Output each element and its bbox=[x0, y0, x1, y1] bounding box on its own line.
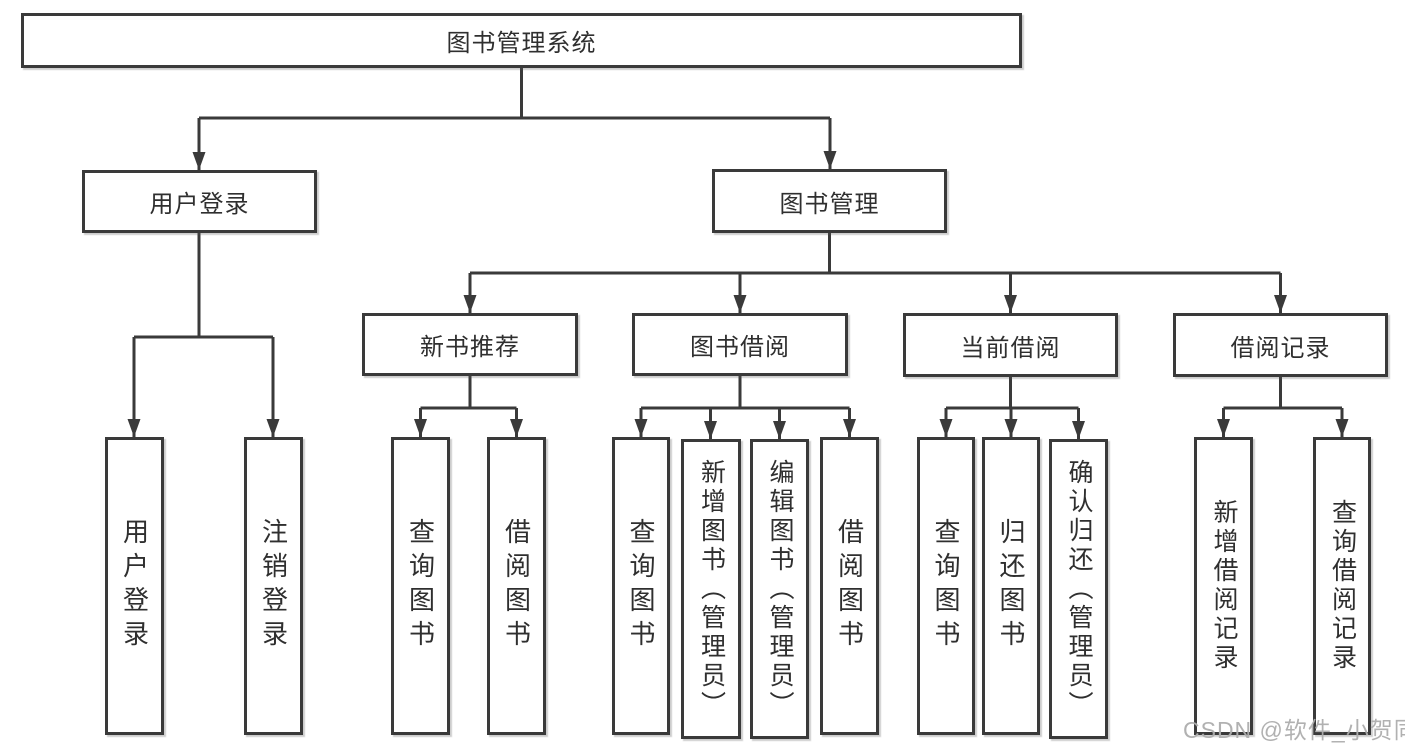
leaf-confirm-return-admin: 确认归还（管理员） bbox=[1049, 439, 1108, 739]
node-borrow-records: 借阅记录 bbox=[1173, 313, 1388, 377]
leaf-return-books: 归还图书 bbox=[982, 437, 1040, 735]
leaf-logout: 注销登录 bbox=[244, 437, 303, 735]
leaf-query-books-1: 查询图书 bbox=[391, 437, 450, 735]
node-library-system: 图书管理系统 bbox=[21, 13, 1022, 68]
leaf-edit-book-admin: 编辑图书（管理员） bbox=[750, 439, 809, 739]
leaf-borrow-books-2: 借阅图书 bbox=[820, 437, 879, 735]
node-new-book-recommend: 新书推荐 bbox=[362, 313, 578, 376]
leaf-add-borrow-record: 新增借阅记录 bbox=[1194, 437, 1253, 735]
node-current-borrow: 当前借阅 bbox=[903, 313, 1118, 377]
leaf-add-book-admin: 新增图书（管理员） bbox=[681, 439, 741, 739]
leaf-query-books-3: 查询图书 bbox=[917, 437, 975, 735]
leaf-query-borrow-record: 查询借阅记录 bbox=[1313, 437, 1371, 735]
node-book-management: 图书管理 bbox=[712, 169, 947, 233]
leaf-query-books-2: 查询图书 bbox=[612, 437, 670, 735]
node-user-login: 用户登录 bbox=[82, 170, 317, 233]
watermark: CSDN @软件_小贺同学 bbox=[1183, 717, 1405, 743]
leaf-borrow-books-1: 借阅图书 bbox=[487, 437, 546, 735]
node-book-borrow: 图书借阅 bbox=[632, 313, 848, 376]
leaf-user-login: 用户登录 bbox=[105, 437, 164, 735]
